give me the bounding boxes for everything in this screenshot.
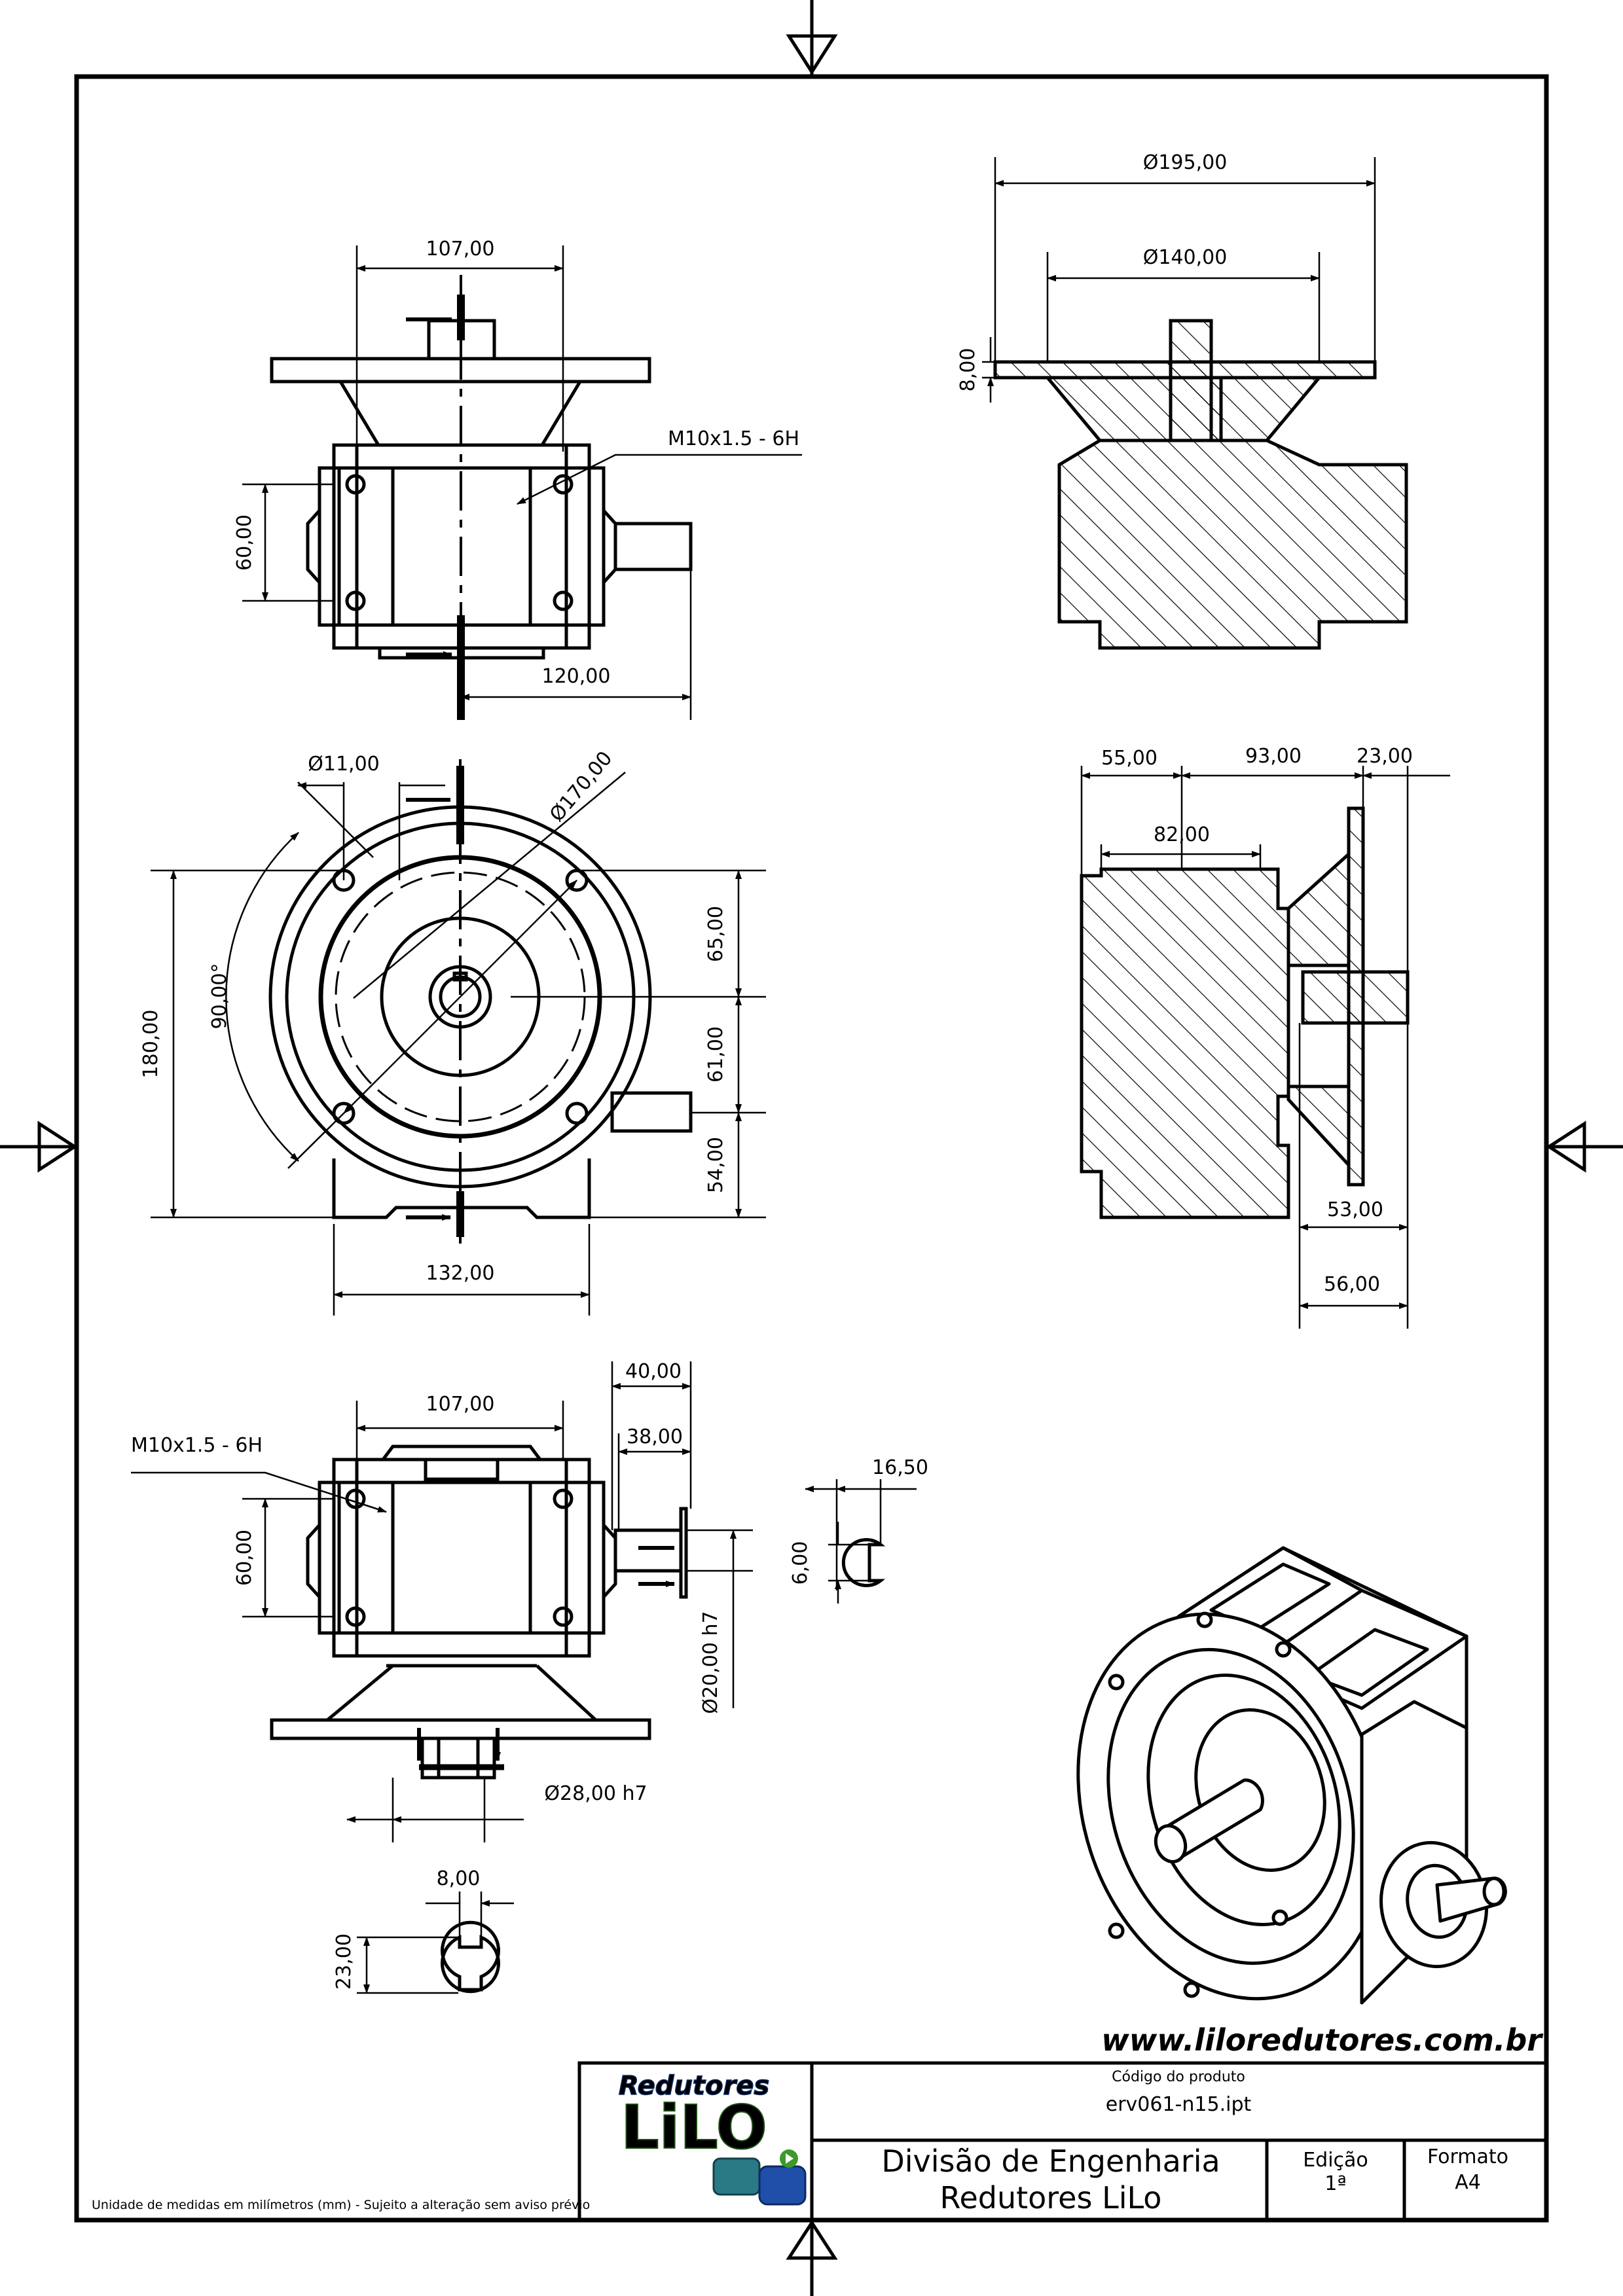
key-detail-1-dims — [805, 1479, 917, 1604]
dim-side-53: 53,00 — [1327, 1198, 1383, 1221]
dim-top-shaft: 120,00 — [542, 665, 611, 688]
dim-bot-38: 38,00 — [627, 1426, 683, 1448]
dim-sec-flange: 8,00 — [957, 348, 979, 392]
product-code-label: Código do produto — [1112, 2069, 1245, 2085]
dim-key1-height: 6,00 — [789, 1541, 812, 1585]
edition-label: Edição — [1303, 2149, 1368, 2172]
dim-bot-out-shaft: Ø28,00 h7 — [544, 1782, 647, 1805]
dim-side-82: 82,00 — [1154, 823, 1210, 846]
front-view-dims — [151, 772, 766, 1316]
product-code-value: erv061-n15.ipt — [1106, 2093, 1252, 2116]
dim-bot-40: 40,00 — [625, 1360, 682, 1383]
dim-front-width: 132,00 — [426, 1262, 495, 1285]
dim-front-height: 180,00 — [139, 1010, 162, 1079]
logo-motor-icon — [712, 2149, 807, 2206]
dim-front-54: 54,00 — [704, 1137, 727, 1193]
section-view-top — [993, 319, 1408, 650]
dim-front-hole: Ø11,00 — [308, 753, 380, 776]
title-block — [577, 2061, 1548, 2222]
dim-key2-height: 23,00 — [333, 1933, 356, 1990]
front-view — [268, 759, 693, 1244]
dim-front-61: 61,00 — [704, 1026, 727, 1083]
dim-top-width: 107,00 — [426, 238, 495, 260]
dim-bot-shaft: Ø20,00 h7 — [699, 1611, 722, 1713]
dim-key1-width: 16,50 — [872, 1456, 928, 1479]
section-view-side-dims — [1080, 766, 1450, 1329]
dim-front-pcd: Ø170,00 — [545, 747, 617, 826]
dim-bot-width: 107,00 — [426, 1393, 495, 1416]
label-bot-thread: M10x1.5 - 6H — [131, 1434, 263, 1457]
logo-main-text: LiLO — [621, 2092, 767, 2162]
section-view-side — [1080, 806, 1410, 1219]
dim-sec-outer: Ø195,00 — [1143, 151, 1228, 174]
dim-top-height: 60,00 — [233, 514, 256, 571]
dim-front-65: 65,00 — [704, 906, 727, 962]
dim-side-23: 23,00 — [1357, 745, 1413, 768]
dim-side-55: 55,00 — [1101, 747, 1158, 770]
division-line2: Redutores LiLo — [940, 2180, 1162, 2215]
bottom-view-dims — [131, 1361, 753, 1842]
format-value: A4 — [1455, 2171, 1481, 2194]
dim-side-56: 56,00 — [1324, 1273, 1380, 1296]
top-view-dims — [242, 245, 802, 720]
division-line1: Divisão de Engenharia — [881, 2144, 1220, 2179]
key-detail-2 — [441, 1920, 500, 1994]
dim-side-93: 93,00 — [1245, 745, 1302, 768]
dim-front-angle: 90,00° — [208, 963, 231, 1030]
logo-top-text: Redutores — [619, 2071, 769, 2101]
dim-key2-width: 8,00 — [437, 1867, 481, 1890]
units-note: Unidade de medidas em milímetros (mm) - … — [92, 2198, 590, 2212]
top-view — [270, 275, 693, 720]
bottom-view — [270, 1444, 688, 1780]
label-top-thread: M10x1.5 - 6H — [668, 427, 799, 450]
edition-value: 1ª — [1324, 2172, 1346, 2195]
isometric-view — [1076, 1546, 1507, 2005]
dim-sec-pilot: Ø140,00 — [1143, 246, 1228, 269]
website-url[interactable]: www.liloredutores.com.br — [1101, 2022, 1544, 2058]
section-view-top-dims — [982, 157, 1376, 403]
dim-bot-height: 60,00 — [233, 1530, 256, 1586]
key-detail-1 — [841, 1538, 886, 1587]
key-detail-2-dims — [357, 1892, 514, 1994]
format-label: Formato — [1427, 2145, 1508, 2168]
